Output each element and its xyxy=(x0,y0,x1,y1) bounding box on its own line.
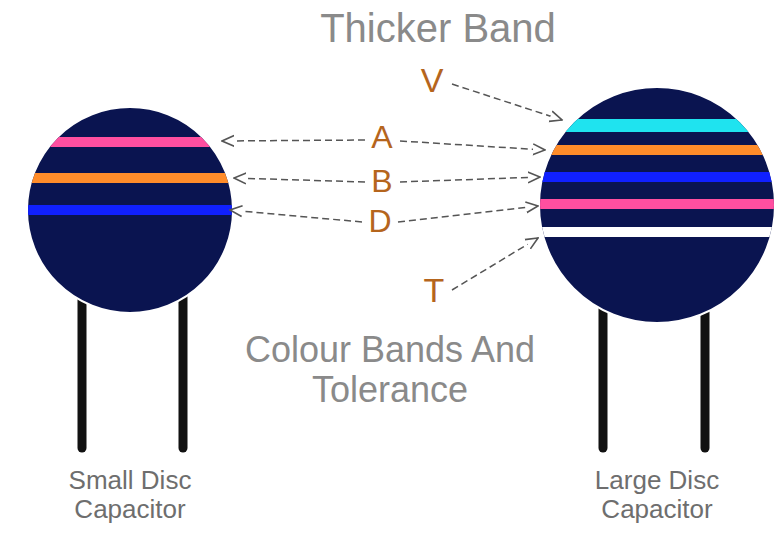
band-letter: T xyxy=(414,272,454,309)
part-name: Small Disc Capacitor xyxy=(43,466,218,523)
heading-label: Thicker Band xyxy=(258,6,618,50)
band-letter: A xyxy=(365,120,399,155)
part-name: Large Disc Capacitor xyxy=(570,466,745,523)
small-disc-body xyxy=(20,107,240,313)
leader-arrow xyxy=(222,84,562,290)
band-letter: V xyxy=(412,62,452,99)
large-disc-body xyxy=(535,87,779,323)
description-label: Colour Bands And Tolerance xyxy=(225,330,555,409)
band-letter: B xyxy=(365,164,399,199)
band-letter: D xyxy=(363,204,397,239)
